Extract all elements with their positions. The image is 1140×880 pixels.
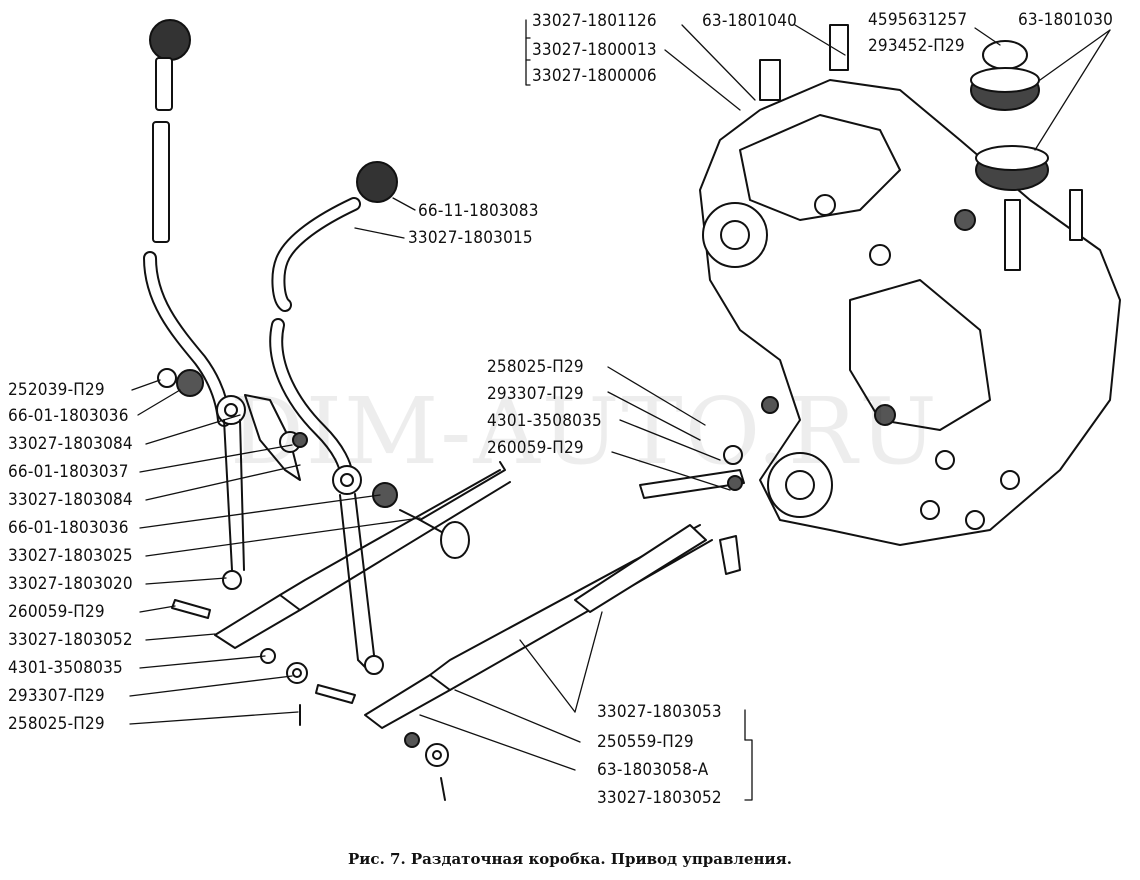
transfer-case — [699, 24, 1121, 546]
part-label: 293307-П29 — [8, 686, 105, 706]
part-label: 66-01-1803036 — [8, 518, 129, 538]
part-label: 63-1801030 — [1018, 10, 1114, 30]
part-label: 4301-3508035 — [487, 411, 602, 431]
part-label: 33027-1801126 — [532, 11, 657, 31]
left-lever — [143, 19, 301, 590]
part-label: 33027-1803084 — [8, 490, 133, 510]
small-parts — [157, 368, 506, 801]
part-label: 252039-П29 — [8, 380, 105, 400]
part-label: 66-01-1803036 — [8, 406, 129, 426]
watermark: DIM-AUTO.RU — [230, 378, 939, 485]
part-label: 33027-1803084 — [8, 434, 133, 454]
part-label: 33027-1800006 — [532, 66, 657, 86]
part-label: 293452-П29 — [868, 36, 965, 56]
part-label: 33027-1803025 — [8, 546, 133, 566]
right-lever — [269, 161, 398, 675]
part-label: 63-1801040 — [702, 11, 798, 31]
part-label: 33027-1803020 — [8, 574, 133, 594]
part-label: 66-11-1803083 — [418, 201, 539, 221]
part-label: 4301-3508035 — [8, 658, 123, 678]
part-label: 33027-1803053 — [597, 702, 722, 722]
part-label: 250559-П29 — [597, 732, 694, 752]
part-label: 260059-П29 — [487, 438, 584, 458]
part-label: 260059-П29 — [8, 602, 105, 622]
part-label: 33027-1800013 — [532, 40, 657, 60]
part-label: 33027-1803052 — [8, 630, 133, 650]
part-label: 33027-1803052 — [597, 788, 722, 808]
part-label: 66-01-1803037 — [8, 462, 129, 482]
part-label: 293307-П29 — [487, 384, 584, 404]
part-label: 4595631257 — [868, 10, 968, 30]
leader-lines — [129, 19, 1111, 801]
part-label: 258025-П29 — [487, 357, 584, 377]
figure-caption: Рис. 7. Раздаточная коробка. Привод упра… — [348, 850, 792, 868]
rods — [214, 396, 779, 729]
part-label: 63-1803058-А — [597, 760, 709, 780]
part-label: 33027-1803015 — [408, 228, 533, 248]
part-label: 258025-П29 — [8, 714, 105, 734]
